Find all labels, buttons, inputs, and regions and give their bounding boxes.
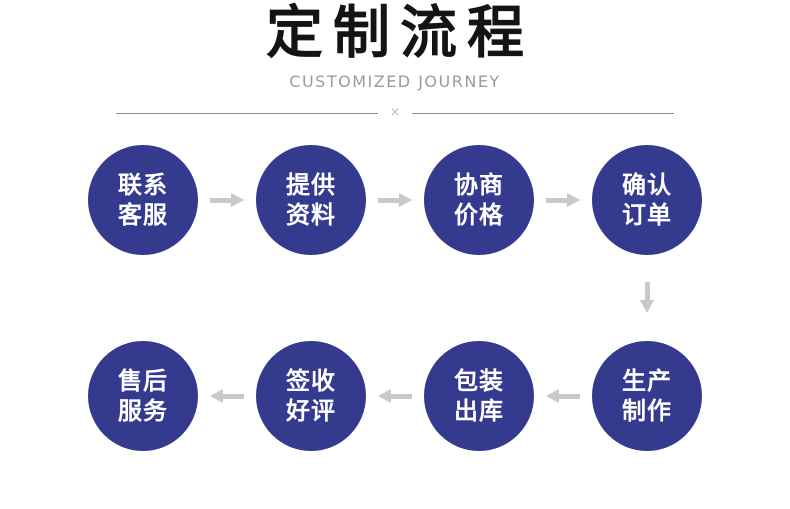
arrow-right-icon [534, 193, 592, 207]
step-label-line: 签收 [286, 367, 336, 395]
flow-row-top: 联系 客服 提供 资料 协商 价格 确认 订单 [0, 145, 790, 255]
step-confirm-order: 确认 订单 [592, 145, 702, 255]
step-label-line: 联系 [118, 171, 168, 199]
step-label-line: 价格 [454, 201, 504, 229]
step-label-line: 制作 [622, 397, 672, 425]
step-label-line: 生产 [622, 367, 672, 395]
arrow-down-icon [637, 282, 657, 313]
step-negotiate-price: 协商 价格 [424, 145, 534, 255]
step-label-line: 好评 [286, 397, 336, 425]
flow-row-bottom: 售后 服务 签收 好评 包装 出库 生产 制作 [0, 341, 790, 451]
step-contact-service: 联系 客服 [88, 145, 198, 255]
step-label-line: 资料 [286, 201, 336, 229]
arrow-right-icon [366, 193, 424, 207]
divider-line-left [116, 112, 378, 114]
step-packing-shipping: 包装 出库 [424, 341, 534, 451]
step-label-line: 服务 [118, 397, 168, 425]
step-label-line: 提供 [286, 171, 336, 199]
divider-line-right [412, 112, 674, 114]
step-provide-materials: 提供 资料 [256, 145, 366, 255]
divider: × [116, 106, 674, 120]
row-connector [0, 255, 790, 341]
step-label-line: 包装 [454, 367, 504, 395]
arrow-left-icon [198, 389, 256, 403]
step-label-line: 客服 [118, 201, 168, 229]
step-production: 生产 制作 [592, 341, 702, 451]
step-label-line: 订单 [622, 201, 672, 229]
arrow-left-icon [366, 389, 424, 403]
arrow-left-icon [534, 389, 592, 403]
step-label-line: 协商 [454, 171, 504, 199]
divider-x-mark: × [389, 105, 401, 120]
arrow-right-icon [198, 193, 256, 207]
step-label-line: 售后 [118, 367, 168, 395]
step-sign-and-review: 签收 好评 [256, 341, 366, 451]
step-after-sales-service: 售后 服务 [88, 341, 198, 451]
page-subtitle: CUSTOMIZED JOURNEY [289, 72, 501, 91]
step-label-line: 出库 [454, 397, 504, 425]
step-label-line: 确认 [622, 171, 672, 199]
page-title: 定制流程 [266, 0, 534, 66]
